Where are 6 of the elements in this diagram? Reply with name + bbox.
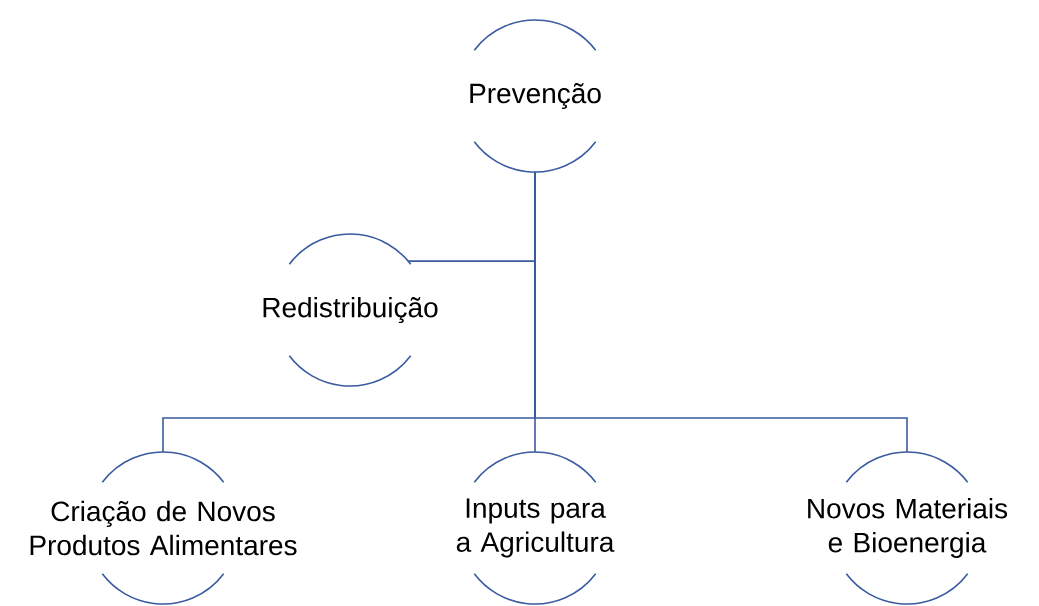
circle-node: Redistribuição <box>263 233 438 387</box>
circle-node: Inputs para a Agricultura <box>456 451 615 605</box>
circle-node: Prevenção <box>470 19 601 173</box>
connector-line <box>534 171 908 453</box>
circle-node: Novos Materiais e Bioenergia <box>808 451 1008 605</box>
circle-node: Criação de Novos Produtos Alimentares <box>30 451 297 605</box>
